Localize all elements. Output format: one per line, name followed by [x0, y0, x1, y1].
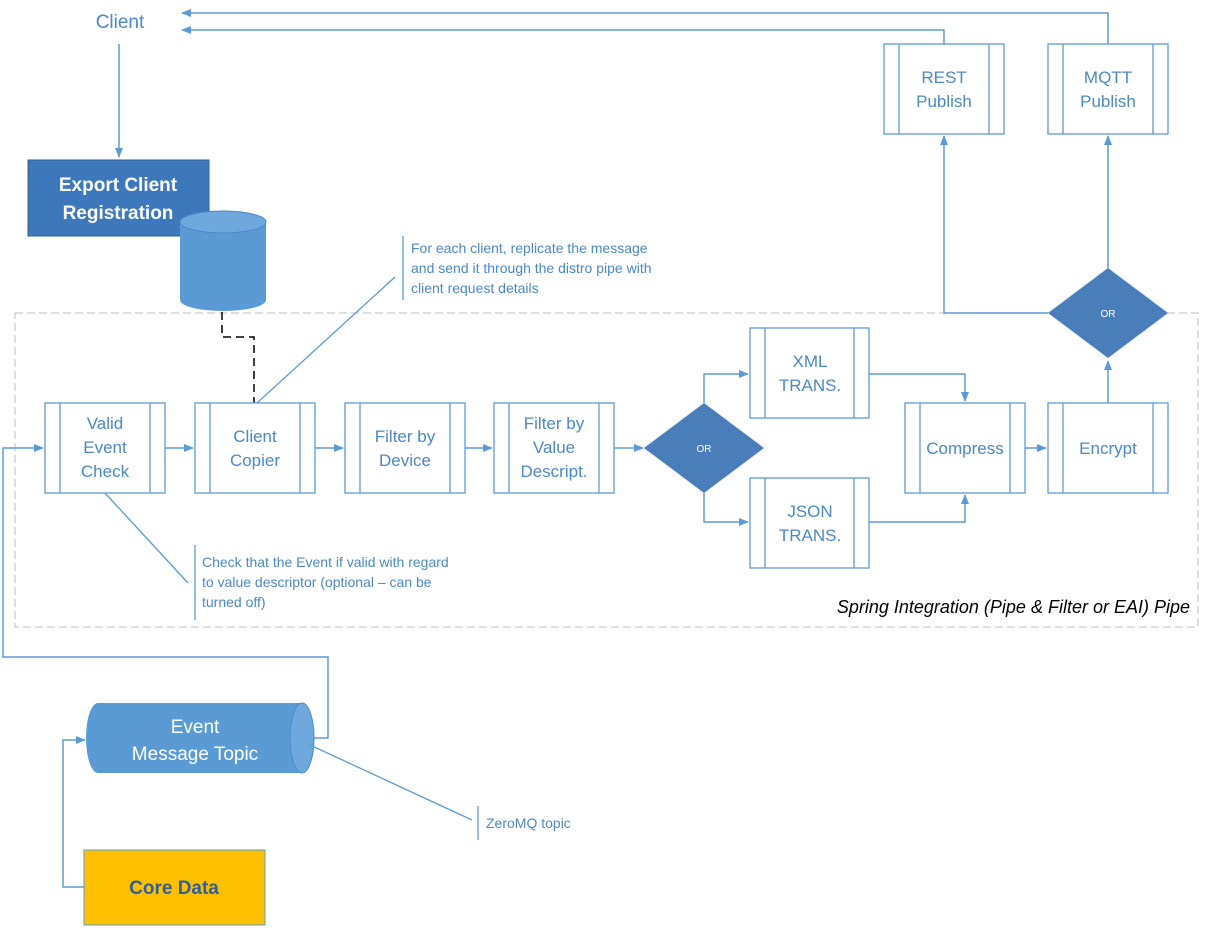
- core-data-label: Core Data: [129, 878, 219, 899]
- mqtt-publish-box: MQTT Publish: [1047, 43, 1169, 135]
- mqtt-publish-line2: Publish: [1080, 92, 1136, 111]
- core-to-topic-arrow: [62, 736, 86, 888]
- format-or-diamond: OR: [644, 403, 764, 493]
- valid-event-check-line1: Valid: [87, 414, 124, 433]
- core-data-box: [83, 849, 266, 926]
- export-registration-line2: Registration: [63, 203, 174, 224]
- encrypt-label: Encrypt: [1079, 439, 1137, 458]
- publish-or-diamond: OR: [1048, 268, 1168, 358]
- mqtt-to-client-arrow: [181, 9, 1109, 44]
- xml-trans-box: XML TRANS.: [749, 327, 870, 419]
- xml-trans-line1: XML: [793, 352, 828, 371]
- compress-label: Compress: [926, 439, 1003, 458]
- publish-or-label: OR: [1101, 309, 1116, 320]
- client-copier-box: Client Copier: [194, 402, 316, 494]
- json-trans-box: JSON TRANS.: [749, 477, 870, 569]
- spring-pipe-label: Spring Integration (Pipe & Filter or EAI…: [837, 597, 1190, 617]
- or-to-xml-arrow: [703, 370, 749, 403]
- rest-publish-line2: Publish: [916, 92, 972, 111]
- format-or-label: OR: [697, 444, 712, 455]
- filter-by-value-line3: Descript.: [520, 462, 587, 481]
- mqtt-publish-line1: MQTT: [1084, 68, 1132, 87]
- valid-note-line2: to value descriptor (optional – can be: [202, 574, 432, 590]
- filter-by-device-line1: Filter by: [375, 427, 436, 446]
- json-trans-line1: JSON: [787, 502, 832, 521]
- spring-pipe-boundary: [14, 312, 1199, 628]
- filter-by-value-box: Filter by Value Descript.: [493, 402, 615, 494]
- event-topic-line1: Event: [171, 717, 220, 738]
- valid-event-check-box: Valid Event Check: [44, 402, 166, 494]
- rest-publish-box: REST Publish: [883, 43, 1005, 135]
- filter-by-value-line2: Value: [533, 438, 575, 457]
- client-copier-line1: Client: [233, 427, 277, 446]
- client-copier-line2: Copier: [230, 451, 280, 470]
- zeromq-note-line: [309, 744, 473, 821]
- zeromq-note-text: ZeroMQ topic: [486, 815, 571, 831]
- client-label: Client: [96, 12, 145, 33]
- registration-database-icon: [179, 210, 267, 311]
- valid-note-line3: turned off): [202, 594, 266, 610]
- valid-note-line: [104, 492, 189, 584]
- copier-note-line2: and send it through the distro pipe with: [411, 260, 652, 276]
- valid-event-check-line3: Check: [81, 462, 130, 481]
- or-to-json-arrow: [703, 493, 749, 526]
- json-trans-line2: TRANS.: [779, 526, 841, 545]
- json-to-compress-arrow: [869, 494, 969, 523]
- rest-publish-line1: REST: [921, 68, 966, 87]
- or-to-rest-arrow: [940, 135, 1048, 314]
- filter-by-value-line1: Filter by: [524, 414, 585, 433]
- filter-by-device-line2: Device: [379, 451, 431, 470]
- event-message-topic: Event Message Topic: [86, 702, 315, 774]
- valid-note-line1: Check that the Event if valid with regar…: [202, 554, 449, 570]
- copier-note-line1: For each client, replicate the message: [411, 240, 648, 256]
- rest-to-client-arrow: [181, 26, 945, 44]
- copier-note-line3: client request details: [411, 280, 539, 296]
- filter-by-device-box: Filter by Device: [344, 402, 466, 494]
- export-client-registration-box: [27, 159, 210, 237]
- database-to-copier-connector: [221, 312, 255, 403]
- valid-event-check-line2: Event: [83, 438, 127, 457]
- xml-trans-line2: TRANS.: [779, 376, 841, 395]
- event-topic-line2: Message Topic: [132, 744, 258, 765]
- export-registration-line1: Export Client: [59, 175, 178, 196]
- xml-to-compress-arrow: [869, 373, 969, 402]
- copier-note-line: [256, 276, 396, 404]
- compress-box: Compress: [904, 402, 1026, 494]
- encrypt-box: Encrypt: [1047, 402, 1169, 494]
- topic-to-valid-arrow: [2, 444, 329, 739]
